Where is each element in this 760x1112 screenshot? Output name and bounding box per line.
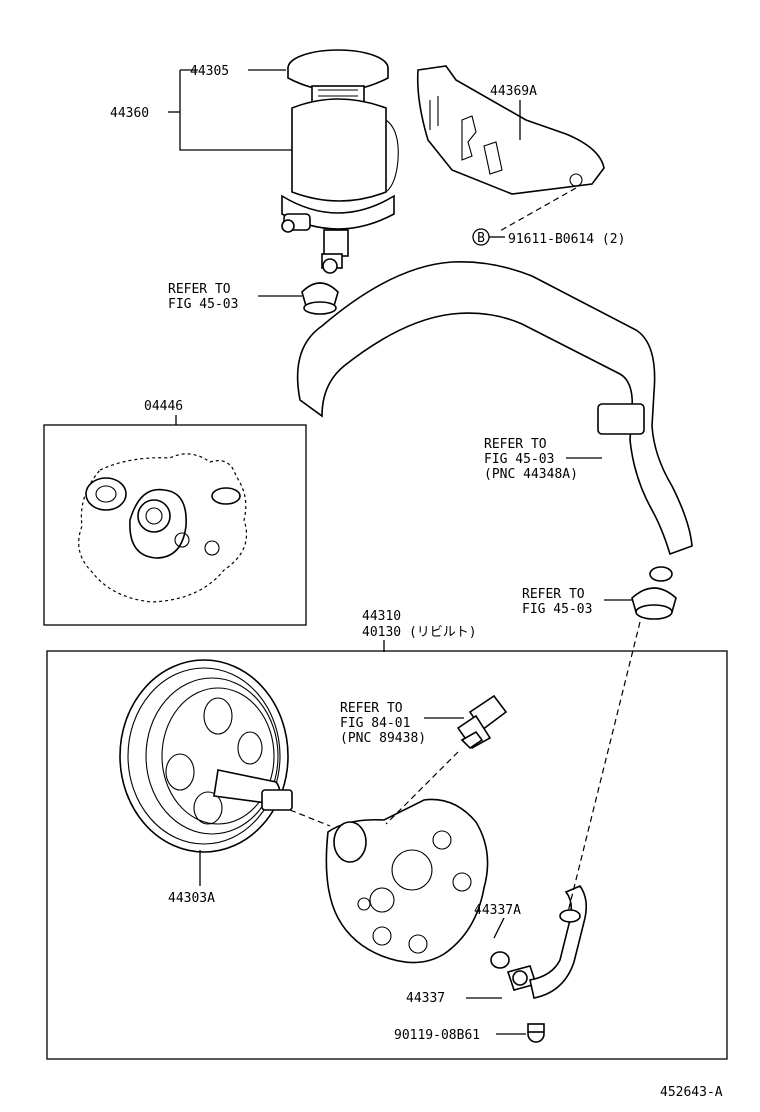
gasket-kit-box: [43, 424, 307, 626]
reservoir-drawing: [281, 49, 399, 274]
hose-clamp-right: [631, 587, 677, 620]
label-44310: 44310: [362, 609, 401, 624]
leader-44360: [179, 70, 292, 151]
label-44303a: 44303A: [168, 891, 215, 906]
label-44337: 44337: [406, 991, 445, 1006]
bolt-b-marker-label: B: [477, 231, 485, 246]
label-refer-top-2: FIG 45-03: [168, 297, 238, 312]
label-44360: 44360: [110, 106, 149, 121]
label-refer-mid-2: FIG 45-03: [484, 452, 554, 467]
label-refer-mid-1: REFER TO: [484, 437, 547, 452]
pump-assembly-box: [46, 650, 728, 1060]
figure-id: 452643-A: [660, 1085, 723, 1100]
label-04446: 04446: [144, 399, 183, 414]
hose-to-pipe-leader: [567, 621, 641, 913]
label-44369a: 44369A: [490, 84, 537, 99]
pump-body-drawing: [325, 798, 489, 964]
label-refer-sensor-2: FIG 84-01: [340, 716, 410, 731]
hose-clamp-top: [301, 282, 339, 315]
pressure-sensor-drawing: [456, 694, 508, 750]
label-refer-top-1: REFER TO: [168, 282, 231, 297]
label-bolt-b: 91611-B0614 (2): [508, 232, 625, 247]
pulley-leader: [289, 809, 331, 827]
label-refer-sensor-3: (PNC 89438): [340, 731, 426, 746]
label-90119-08b61: 90119-08B61: [394, 1028, 480, 1043]
pulley-drawing: [119, 659, 293, 853]
label-refer-mid-3: (PNC 44348A): [484, 467, 578, 482]
bracket-drawing: [416, 65, 605, 233]
sensor-leader: [385, 751, 459, 825]
label-40130: 40130 (リビルト): [362, 625, 477, 640]
label-refer-sensor-1: REFER TO: [340, 701, 403, 716]
leader-44337a: [493, 917, 505, 939]
bolt-drawing: [527, 1023, 545, 1043]
label-refer-right-2: FIG 45-03: [522, 602, 592, 617]
label-refer-right-1: REFER TO: [522, 587, 585, 602]
hose-drawing: [296, 260, 693, 582]
label-44337a: 44337A: [474, 903, 521, 918]
union-fitting-drawing: [490, 885, 588, 999]
label-44305: 44305: [190, 64, 229, 79]
gasket-kit-drawing: [78, 453, 248, 603]
